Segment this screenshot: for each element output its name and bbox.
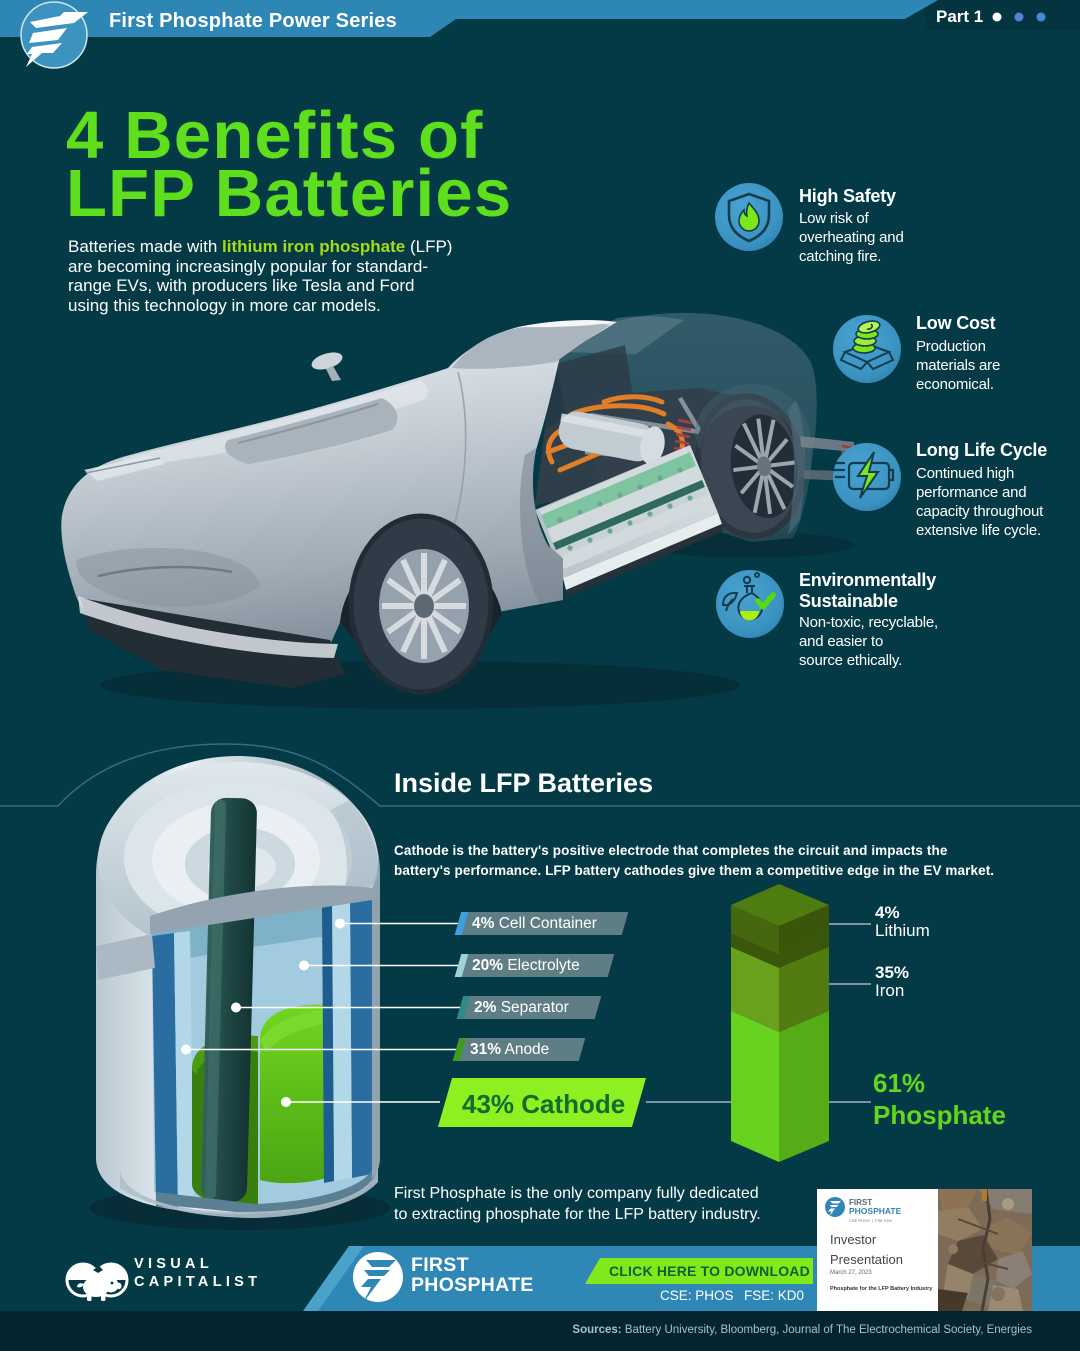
svg-text:PHOSPHATE: PHOSPHATE [849,1206,902,1216]
svg-text:FIRST: FIRST [849,1198,872,1207]
svg-text:CSE PHOS | FSE KD0: CSE PHOS | FSE KD0 [849,1218,893,1223]
